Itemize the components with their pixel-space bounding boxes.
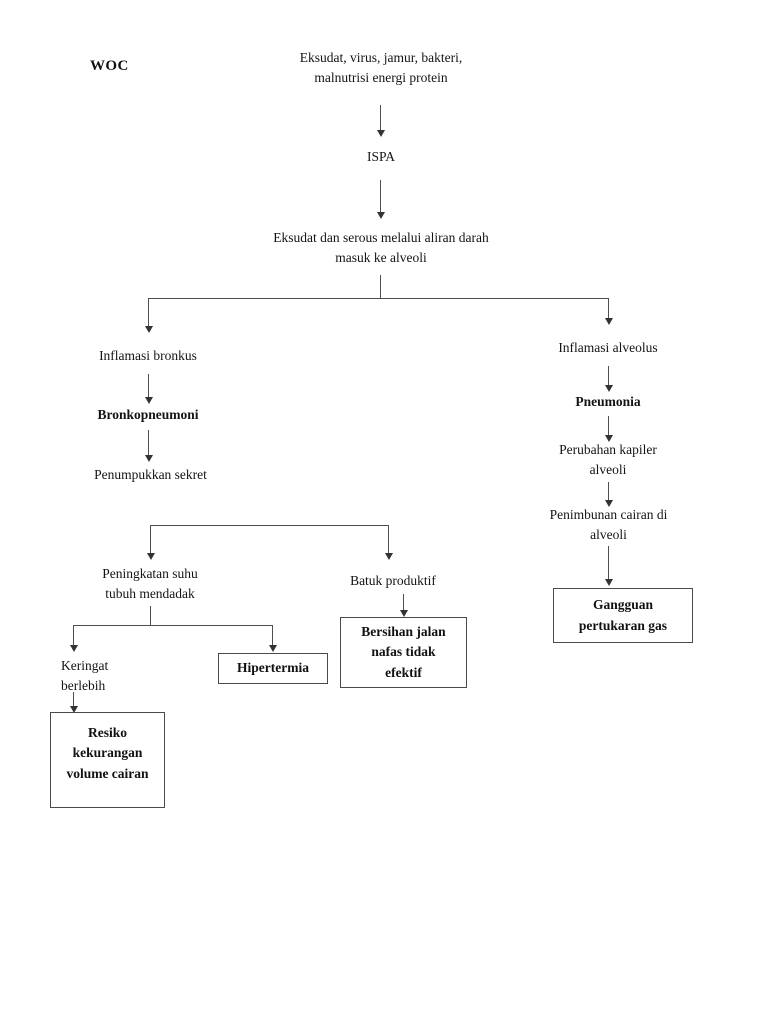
split1-bar [148,298,609,300]
arrowhead-split1-left [145,326,153,333]
split3-stem [150,606,152,625]
connector-kapiler-to-penimbunan [608,482,610,502]
arrowhead-kapiler-to-penimbunan [605,500,613,507]
connector-cause-to-ispa [380,105,382,133]
diagnosis-bersihan-jalan-nafas[interactable]: Bersihan jalan nafas tidak efektif [340,617,467,688]
split1-left-drop [148,298,150,328]
arrowhead-split3-left [70,645,78,652]
arrowhead-split1-right [605,318,613,325]
diagnosis-gangguan-pertukaran-gas[interactable]: Gangguan pertukaran gas [553,588,693,643]
arrowhead-split3-right [269,645,277,652]
connector-penimbunan-to-gangguan [608,546,610,581]
connector-alveolus-to-pneumonia [608,366,610,388]
arrowhead-pneumonia-to-kapiler [605,435,613,442]
node-keringat-berlebih: Keringat berlebih [61,658,109,693]
node-perubahan-kapiler: Perubahan kapiler alveoli [559,442,657,477]
arrowhead-bronkopneumoni-to-sekret [145,455,153,462]
arrowhead-cause-to-ispa [377,130,385,137]
connector-pneumonia-to-kapiler [608,416,610,438]
arrowhead-split2-left [147,553,155,560]
diagnosis-resiko-kekurangan-volume-cairan[interactable]: Resiko kekurangan volume cairan [50,712,165,808]
node-inflamasi-bronkus: Inflamasi bronkus [99,348,197,363]
arrowhead-keringat-to-resiko [70,706,78,713]
split3-left-drop [73,625,75,647]
node-pneumonia: Pneumonia [575,394,641,409]
page-title: WOC [90,58,129,74]
node-cause: Eksudat, virus, jamur, bakteri, malnutri… [299,50,463,85]
node-penimbunan-cairan: Penimbunan cairan di alveoli [549,507,668,542]
connector-batuk-to-bersihan [403,594,405,612]
split2-right-drop [388,525,390,556]
split3-bar [73,625,273,627]
split1-right-drop [608,298,610,320]
node-peningkatan-suhu: Peningkatan suhu tubuh mendadak [102,566,198,601]
arrowhead-alveolus-to-pneumonia [605,385,613,392]
arrowhead-ispa-to-eksudat [377,212,385,219]
node-batuk-produktif: Batuk produktif [350,573,436,588]
node-eksudat-serous: Eksudat dan serous melalui aliran darah … [273,230,489,265]
arrowhead-bronkus-to-bronkopneumoni [145,397,153,404]
diagnosis-hipertermia[interactable]: Hipertermia [218,653,328,684]
connector-ispa-to-eksudat [380,180,382,215]
arrowhead-penimbunan-to-gangguan [605,579,613,586]
connector-keringat-to-resiko [73,692,75,708]
split2-bar [150,525,389,527]
split2-left-drop [150,525,152,556]
node-bronkopneumoni: Bronkopneumoni [97,407,199,422]
node-inflamasi-alveolus: Inflamasi alveolus [558,340,658,355]
node-penumpukkan-sekret: Penumpukkan sekret [94,467,207,482]
connector-bronkopneumoni-to-sekret [148,430,150,458]
connector-bronkus-to-bronkopneumoni [148,374,150,400]
arrowhead-split2-right [385,553,393,560]
split3-right-drop [272,625,274,647]
arrowhead-batuk-to-bersihan [400,610,408,617]
split1-stem [380,275,382,299]
node-ispa: ISPA [366,149,396,164]
